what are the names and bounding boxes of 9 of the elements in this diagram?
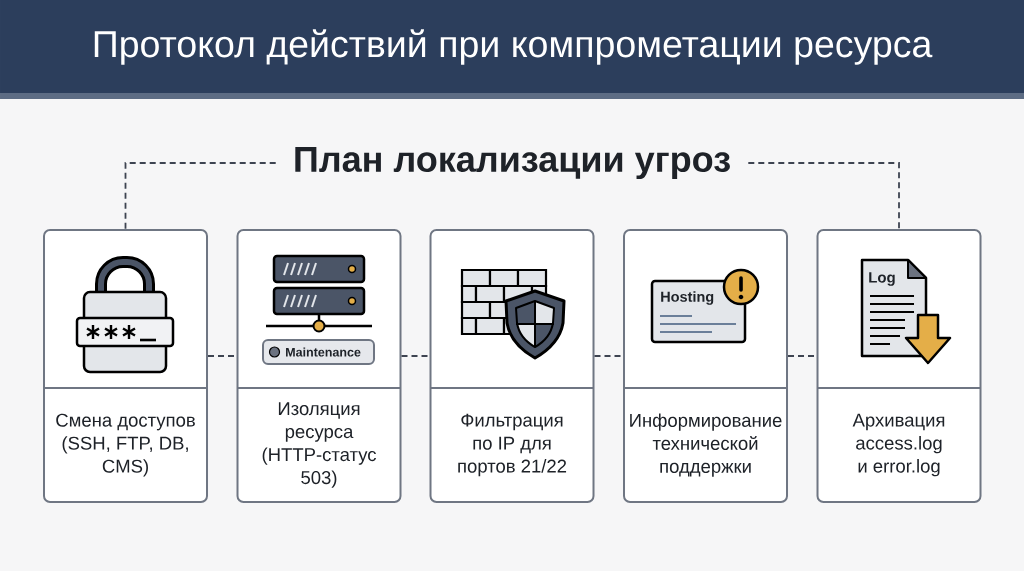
title-banner: Протокол действий при компрометации ресурса	[0, 0, 1024, 99]
connector	[400, 355, 431, 357]
status-badge: Maintenance	[262, 339, 375, 365]
connector	[593, 355, 624, 357]
connector	[124, 162, 277, 230]
section-heading: План локализации угроз	[295, 146, 730, 180]
connector	[747, 162, 900, 230]
notice-card: Hosting	[650, 279, 747, 344]
log-document: Log	[860, 258, 928, 358]
